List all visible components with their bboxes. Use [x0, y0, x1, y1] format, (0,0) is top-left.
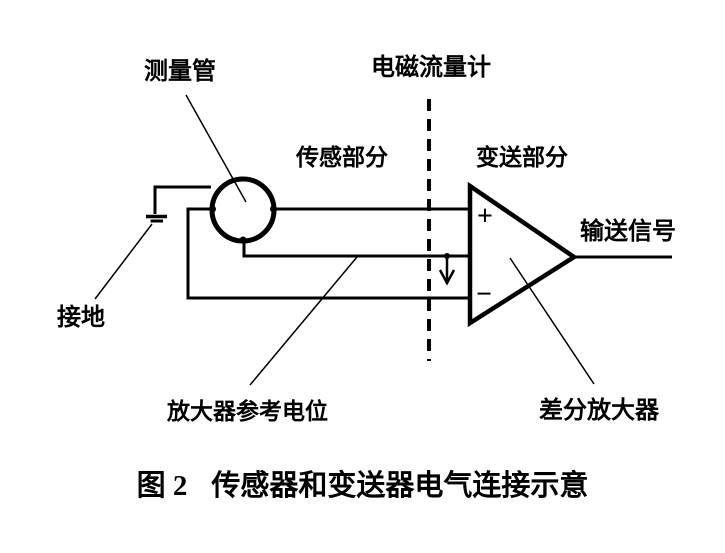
ground-wire [153, 185, 211, 214]
leader-amplifier-reference [249, 256, 358, 386]
leader-differential-amplifier [509, 257, 595, 385]
reference-arrow-head [438, 269, 456, 286]
ground-symbol [146, 214, 167, 223]
label-transmitter-section: 变送部分 [476, 145, 568, 170]
opamp-triangle [467, 181, 579, 328]
figure-caption: 图 2 传感器和变送器电气连接示意 [0, 462, 725, 504]
label-differential-amplifier: 差分放大器 [539, 398, 659, 424]
label-output-signal: 输送信号 [580, 219, 676, 245]
label-amplifier-reference: 放大器参考电位 [167, 399, 328, 424]
electrode-dot-right [270, 205, 277, 213]
figure-caption-title: 传感器和变送器电气连接示意 [211, 470, 589, 502]
label-flowmeter: 电磁流量计 [371, 55, 491, 81]
figure-caption-number: 图 2 [136, 470, 188, 502]
leader-measuring-tube [185, 94, 247, 203]
wire-left-electrode-to-minus-input [186, 207, 470, 300]
label-measuring-tube: 测量管 [144, 59, 216, 85]
measuring-tube-circle [209, 176, 277, 244]
opamp-plus-sign: + [477, 201, 493, 232]
electrode-dot-left [209, 205, 216, 213]
label-sensor-section: 传感部分 [296, 145, 388, 170]
label-ground: 接地 [57, 305, 105, 331]
opamp-minus-sign: − [476, 279, 492, 310]
leader-ground [94, 223, 153, 300]
electrode-dot-bottom [239, 236, 247, 244]
wire-bottom-electrode-reference [242, 240, 470, 258]
junction-dot [444, 253, 450, 259]
